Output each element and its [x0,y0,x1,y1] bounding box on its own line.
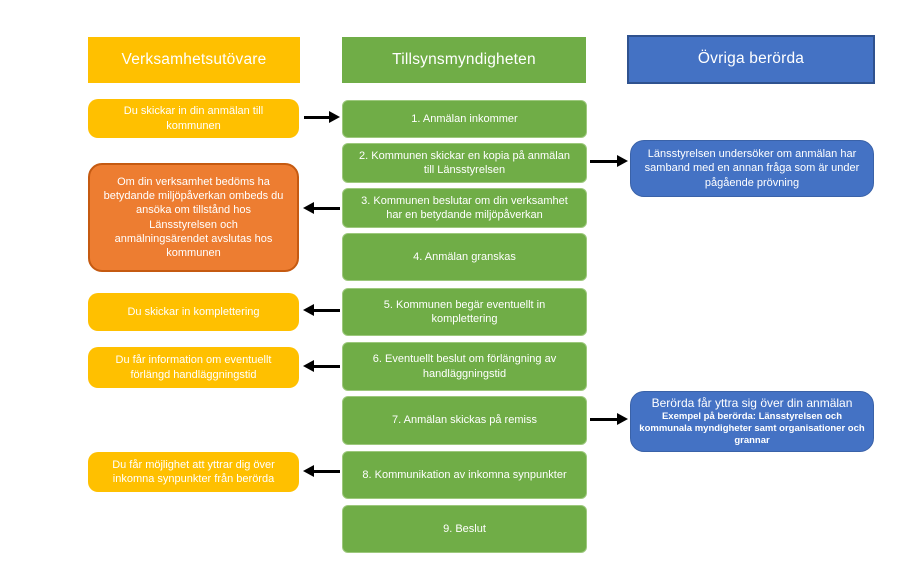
arrow-left-step5-to-supplement [303,304,340,316]
authority-step-5: 5. Kommunen begär eventuellt in komplett… [342,288,587,336]
column-header-others: Övriga berörda [627,35,875,84]
operator-box-submit-application: Du skickar in din anmälan till kommunen [88,99,299,138]
authority-step-9: 9. Beslut [342,505,587,553]
operator-box-respond-opinions: Du får möjlighet att yttrar dig över ink… [88,452,299,492]
operator-box-send-supplement: Du skickar in komplettering [88,293,299,331]
arrow-left-step8-to-respond [303,465,340,477]
operator-box-significant-impact-callout: Om din verksamhet bedöms ha betydande mi… [88,163,299,272]
arrow-left-step3-to-callout [303,202,340,214]
authority-step-3: 3. Kommunen beslutar om din verksamhet h… [342,188,587,228]
arrow-right-submit-to-step1 [304,111,340,123]
others-box-consultation: Berörda får yttra sig över din anmälan E… [630,391,874,452]
column-header-operator: Verksamhetsutövare [88,37,300,83]
operator-box-extension-info: Du får information om eventuellt förläng… [88,347,299,388]
authority-step-7: 7. Anmälan skickas på remiss [342,396,587,445]
others-consultation-title: Berörda får yttra sig över din anmälan [651,395,853,410]
arrow-right-step7-to-consultation [590,413,628,425]
column-header-authority: Tillsynsmyndigheten [342,37,586,83]
others-consultation-subtext: Exempel på berörda: Länsstyrelsen och ko… [639,411,865,447]
authority-step-6: 6. Eventuellt beslut om förlängning av h… [342,342,587,391]
authority-step-8: 8. Kommunikation av inkomna synpunkter [342,451,587,499]
others-box-county-board-check: Länsstyrelsen undersöker om anmälan har … [630,140,874,197]
authority-step-2: 2. Kommunen skickar en kopia på anmälan … [342,143,587,183]
arrow-left-step6-to-extension [303,360,340,372]
authority-step-4: 4. Anmälan granskas [342,233,587,281]
arrow-right-step2-to-county [590,155,628,167]
authority-step-1: 1. Anmälan inkommer [342,100,587,138]
